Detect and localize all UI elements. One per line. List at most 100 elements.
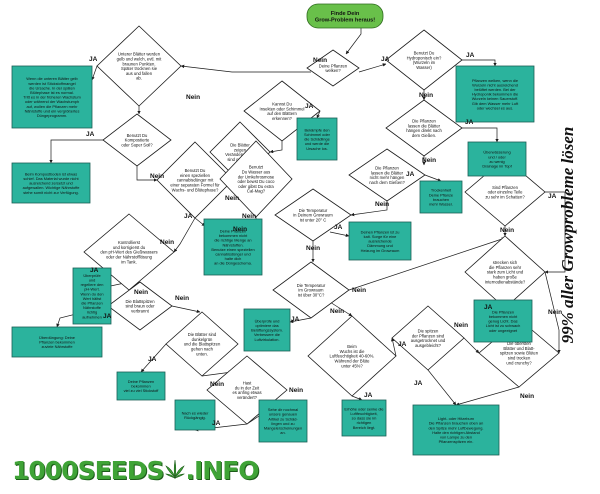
result-box — [473, 299, 533, 343]
connector-line — [329, 231, 350, 238]
result-box — [11, 65, 93, 129]
label-ja: JA — [548, 193, 557, 200]
label-nein: Nein — [352, 287, 366, 294]
connector-line — [424, 174, 442, 182]
label-nein: Nein — [520, 393, 534, 400]
result-box — [455, 65, 535, 123]
connector-line — [463, 337, 480, 354]
label-ja: JA — [484, 304, 493, 311]
label-ja: JA — [406, 171, 415, 178]
connector-line — [171, 305, 201, 314]
connector-line — [49, 139, 103, 164]
label-nein: Nein — [454, 322, 468, 329]
decision-diamond — [385, 99, 463, 157]
label-nein: Nein — [289, 387, 303, 394]
connector-line — [180, 64, 311, 73]
result-box — [174, 399, 216, 431]
label-ja: JA — [364, 392, 373, 399]
label-nein: Nein — [419, 92, 433, 99]
label-ja: JA — [89, 56, 98, 63]
side-title-text: 99% aller Growprobleme lösen — [558, 126, 577, 344]
result-box — [11, 326, 103, 358]
result-box — [412, 404, 500, 456]
result-box — [348, 221, 412, 261]
label-nein: Nein — [150, 173, 164, 180]
decision-diamond — [107, 281, 173, 331]
connector-line — [462, 127, 499, 143]
connector-line — [390, 337, 397, 357]
decision-diamond — [385, 29, 463, 91]
connector-line — [316, 110, 321, 119]
label-ja: JA — [148, 356, 157, 363]
label-nein: Nein — [330, 308, 344, 315]
connector-line — [455, 386, 520, 406]
label-ja: JA — [212, 420, 221, 427]
connector-line — [91, 65, 98, 81]
label-nein: Nein — [375, 201, 389, 208]
label-nein: Nein — [422, 157, 436, 164]
label-nein: Nein — [306, 245, 320, 252]
result-box — [419, 180, 463, 214]
label-nein: Nein — [160, 239, 174, 246]
label-ja: JA — [414, 380, 423, 387]
result-box — [11, 162, 91, 204]
label-ja: JA — [86, 131, 95, 138]
label-nein: Nein — [548, 309, 562, 316]
connector-line — [544, 271, 561, 354]
decision-diamond — [391, 305, 465, 371]
logo-text-right: .INFO — [185, 455, 260, 485]
label-nein: Nein — [225, 195, 239, 202]
result-box — [296, 117, 338, 161]
label-ja: JA — [334, 224, 343, 231]
label-nein: Nein — [233, 226, 247, 233]
label-ja: JA — [90, 267, 99, 274]
cannabis-leaf-icon — [164, 459, 185, 480]
connector-line — [269, 141, 283, 154]
